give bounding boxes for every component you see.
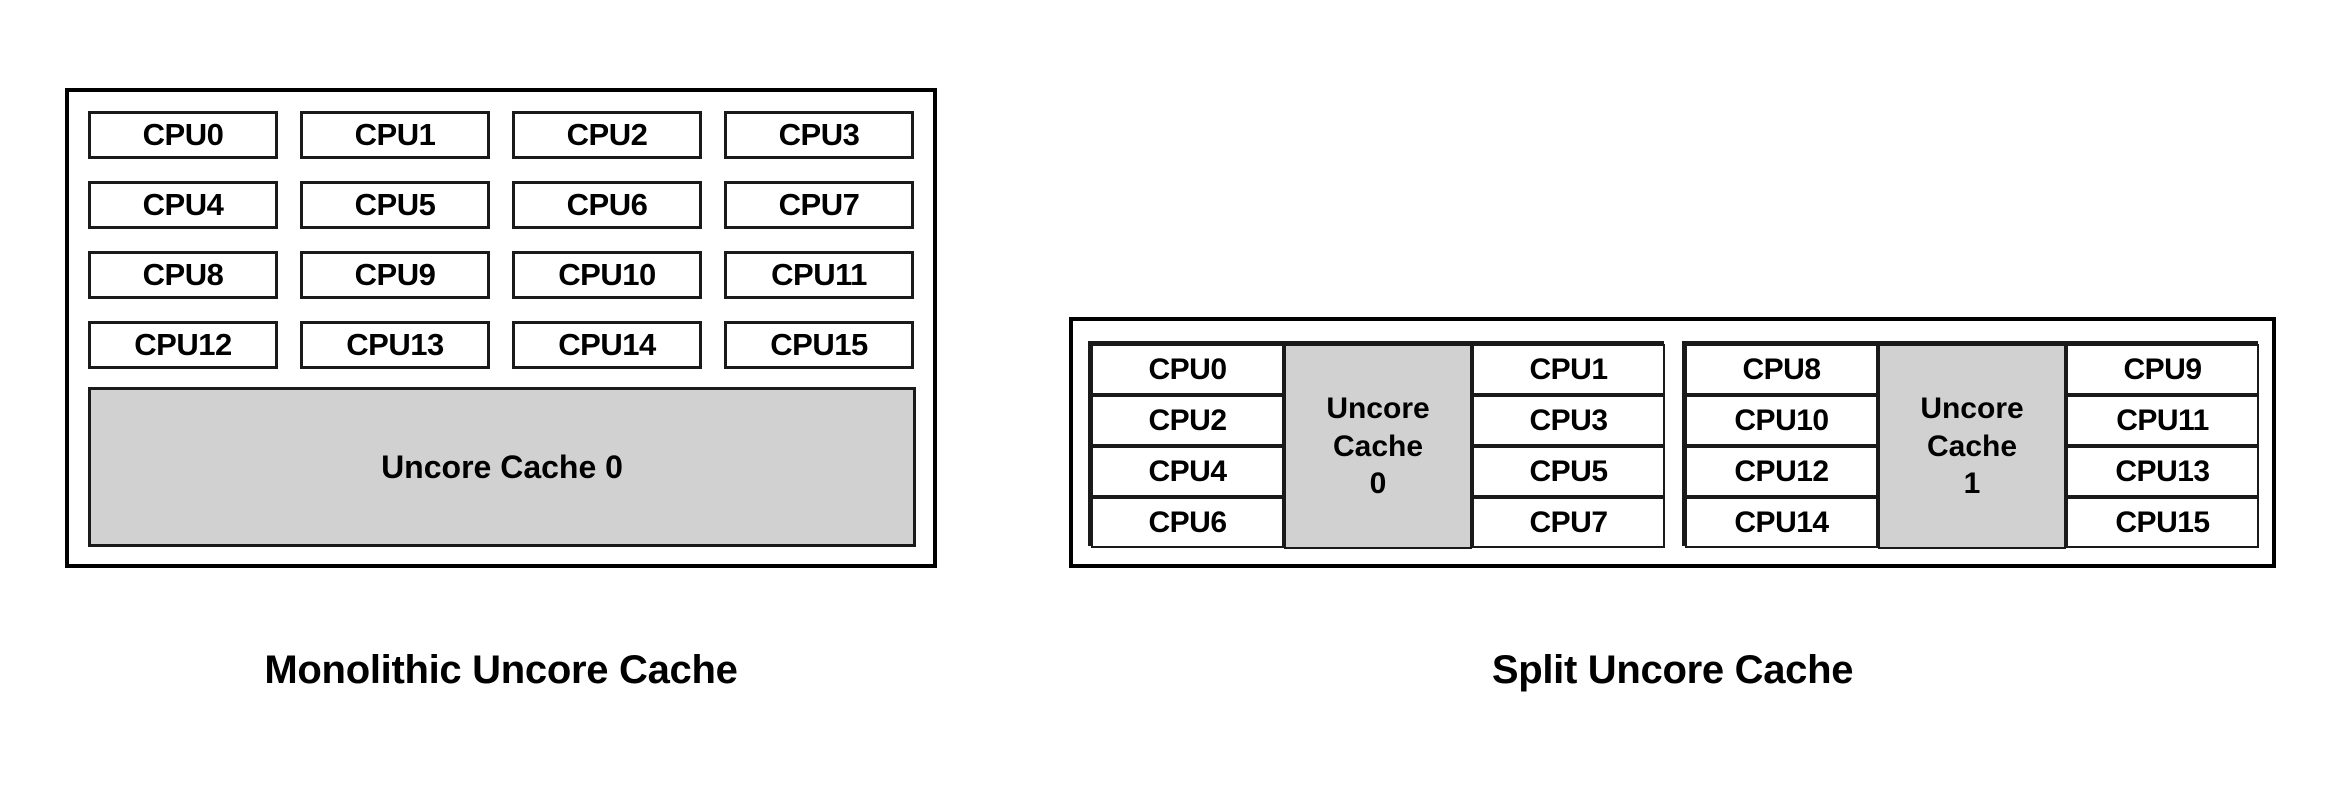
uncore-cache-box: Uncore Cache 1 <box>1878 344 2066 549</box>
cpu-box: CPU4 <box>1091 446 1284 497</box>
cpu-box: CPU10 <box>1685 395 1878 446</box>
cpu-box: CPU0 <box>1091 344 1284 395</box>
cpu-box: CPU13 <box>300 321 490 369</box>
cpu-box: CPU13 <box>2066 446 2259 497</box>
uncore-cache-line-1: Uncore <box>1326 391 1430 425</box>
split-caption: Split Uncore Cache <box>1491 648 1854 692</box>
uncore-cache-label: Uncore Cache 1 <box>1920 390 2023 503</box>
cpu-box: CPU8 <box>1685 344 1878 395</box>
cpu-box: CPU14 <box>512 321 702 369</box>
cpu-box: CPU6 <box>512 181 702 229</box>
cpu-box: CPU2 <box>1091 395 1284 446</box>
uncore-cache-line-2: Cache <box>1332 429 1424 463</box>
monolithic-panel: CPU0 CPU1 CPU2 CPU3 CPU4 CPU5 CPU6 CPU7 … <box>65 88 937 568</box>
monolithic-caption: Monolithic Uncore Cache <box>264 648 738 692</box>
cpu-box: CPU14 <box>1685 497 1878 548</box>
cpu-box: CPU11 <box>2066 395 2259 446</box>
uncore-cache-line-3: 0 <box>1369 467 1387 501</box>
cpu-box: CPU15 <box>724 321 914 369</box>
cpu-box: CPU1 <box>1472 344 1665 395</box>
cpu-box: CPU2 <box>512 111 702 159</box>
cpu-box: CPU10 <box>512 251 702 299</box>
uncore-cache-line-3: 1 <box>1963 467 1981 501</box>
uncore-cache-box: Uncore Cache 0 <box>1284 344 1472 549</box>
cpu-box: CPU4 <box>88 181 278 229</box>
cpu-box: CPU12 <box>1685 446 1878 497</box>
cpu-box: CPU5 <box>300 181 490 229</box>
uncore-cache-line-1: Uncore <box>1920 391 2024 425</box>
uncore-cache-label: Uncore Cache 0 <box>1326 390 1429 503</box>
cpu-box: CPU7 <box>1472 497 1665 548</box>
cpu-box: CPU7 <box>724 181 914 229</box>
cpu-box: CPU1 <box>300 111 490 159</box>
cpu-box: CPU3 <box>724 111 914 159</box>
cpu-box: CPU11 <box>724 251 914 299</box>
cpu-box: CPU15 <box>2066 497 2259 548</box>
cpu-box: CPU12 <box>88 321 278 369</box>
split-group: CPU0 CPU2 CPU4 CPU6 Uncore Cache 0 CPU1 … <box>1088 341 1665 549</box>
uncore-cache-line-2: Cache <box>1926 429 2018 463</box>
cpu-box: CPU9 <box>2066 344 2259 395</box>
cpu-box: CPU5 <box>1472 446 1665 497</box>
cpu-box: CPU6 <box>1091 497 1284 548</box>
cpu-box: CPU0 <box>88 111 278 159</box>
cpu-box: CPU9 <box>300 251 490 299</box>
uncore-cache-box: Uncore Cache 0 <box>88 387 916 547</box>
cpu-box: CPU3 <box>1472 395 1665 446</box>
split-group: CPU8 CPU10 CPU12 CPU14 Uncore Cache 1 CP… <box>1682 341 2259 549</box>
cpu-box: CPU8 <box>88 251 278 299</box>
